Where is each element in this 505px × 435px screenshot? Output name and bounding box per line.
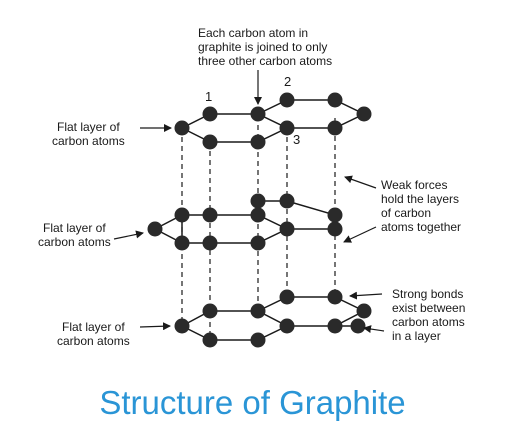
- carbon-atom: [327, 120, 343, 136]
- atoms-bottom: [174, 289, 372, 348]
- carbon-atom: [327, 289, 343, 305]
- carbon-atom: [174, 235, 190, 251]
- strong-bonds-arrow-upper: [349, 291, 383, 300]
- carbon-atom: [279, 193, 295, 209]
- layer-middle-label: Flat layer of carbon atoms: [38, 221, 111, 249]
- strong-bonds-label: Strong bonds exist between carbon atoms …: [392, 287, 466, 343]
- atom-number-1: 1: [205, 89, 213, 104]
- carbon-atom: [279, 221, 295, 237]
- layer-bottom-label: Flat layer of carbon atoms: [57, 320, 130, 348]
- weak-forces-arrow-lower: [343, 226, 377, 243]
- carbon-atom: [327, 221, 343, 237]
- bond-line: [257, 296, 366, 327]
- annotation-arrows: [113, 70, 385, 333]
- atom-number-3: 3: [293, 132, 301, 147]
- atoms-middle: [147, 193, 343, 251]
- bond-line: [181, 113, 289, 143]
- carbon-atom: [279, 318, 295, 334]
- carbon-atom: [147, 221, 163, 237]
- carbon-atom: [250, 134, 266, 150]
- carbon-atom: [250, 235, 266, 251]
- carbon-atom: [356, 303, 372, 319]
- carbon-atom: [202, 134, 218, 150]
- carbon-atom: [279, 120, 295, 136]
- carbon-atom: [327, 207, 343, 223]
- bond-line: [257, 99, 366, 129]
- atoms-top: [174, 92, 372, 150]
- top-note-label: Each carbon atom in graphite is joined t…: [198, 26, 333, 68]
- carbon-atom: [202, 235, 218, 251]
- carbon-atom: [327, 92, 343, 108]
- carbon-atom: [202, 106, 218, 122]
- atom-number-2: 2: [284, 74, 292, 89]
- carbon-atom: [202, 303, 218, 319]
- carbon-atom: [350, 318, 366, 334]
- carbon-atom: [174, 207, 190, 223]
- carbon-atom: [202, 332, 218, 348]
- carbon-atom: [250, 106, 266, 122]
- carbon-atom: [174, 120, 190, 136]
- bond-line: [181, 310, 289, 341]
- layer-bottom-arrow: [139, 322, 171, 331]
- carbon-atom: [202, 207, 218, 223]
- carbon-atom: [250, 303, 266, 319]
- carbon-atom: [174, 318, 190, 334]
- bond-line: [154, 214, 289, 244]
- weak-forces-label: Weak forces hold the layers of carbon at…: [381, 178, 462, 234]
- weak-forces-arrow-upper: [344, 175, 377, 189]
- layer-middle-arrow: [113, 230, 144, 240]
- carbon-atom: [250, 332, 266, 348]
- carbon-atom: [250, 193, 266, 209]
- strong-bonds-arrow-lower: [363, 325, 385, 333]
- carbon-atom: [327, 318, 343, 334]
- carbon-atom: [250, 207, 266, 223]
- carbon-atom: [279, 92, 295, 108]
- layer-top-label: Flat layer of carbon atoms: [52, 120, 125, 148]
- carbon-atom: [356, 106, 372, 122]
- carbon-atom: [279, 289, 295, 305]
- page-title: Structure of Graphite: [99, 384, 406, 421]
- bond-line: [257, 200, 336, 230]
